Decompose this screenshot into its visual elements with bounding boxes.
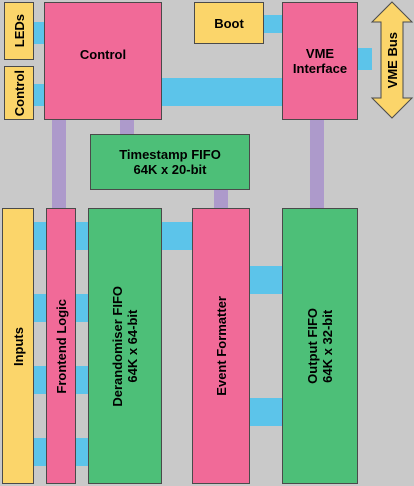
vme-interface-block: VME Interface [282,2,358,120]
inputs-block: Inputs [2,208,34,484]
leds-label: LEDs [11,14,27,48]
vme-bus-arrow [370,1,414,119]
vme-interface-label: VME Interface [292,46,348,76]
derandomiser-formatter-link [160,222,194,250]
vme-bus-arrow-shape [370,1,414,119]
event-formatter-label: Event Formatter [213,296,229,396]
boot-vme-link [264,15,282,33]
derandomiser-fifo-block: Derandomiser FIFO 64K x 64-bit [88,208,162,484]
frontend-derandomiser-link-4 [76,438,90,466]
inputs-frontend-link-3 [32,366,50,394]
inputs-frontend-link-2 [32,294,50,322]
inputs-label: Inputs [10,326,26,366]
control-io-block: Control [4,66,34,120]
frontend-derandomiser-link-2 [76,294,90,322]
inputs-frontend-link-1 [32,222,50,250]
frontend-logic-block: Frontend Logic [46,208,76,484]
leds-block: LEDs [4,2,34,60]
timestamp-fifo-label: Timestamp FIFO 64K x 20-bit [119,147,221,177]
output-fifo-label: Output FIFO 64K x 32-bit [305,308,335,384]
control-frontend-link [52,118,66,208]
boot-label: Boot [214,15,244,31]
derandomiser-fifo-label: Derandomiser FIFO 64K x 64-bit [110,285,140,407]
frontend-derandomiser-link-3 [76,366,90,394]
control-vme-link [162,78,282,106]
control-io-label: Control [11,69,27,117]
boot-block: Boot [194,2,264,44]
event-formatter-block: Event Formatter [192,208,250,484]
control-timestamp-link [120,118,134,134]
timestamp-fifo-block: Timestamp FIFO 64K x 20-bit [90,134,250,190]
vme-bus-label-wrap: VME Bus [370,0,414,120]
frontend-derandomiser-link-1 [76,222,90,250]
vme-bus-link [358,48,372,70]
control-io-link [34,84,44,106]
timestamp-formatter-link [214,190,228,208]
output-fifo-block: Output FIFO 64K x 32-bit [282,208,358,484]
vme-bus-label: VME Bus [384,31,400,89]
frontend-logic-label: Frontend Logic [53,298,69,394]
control-label: Control [79,47,127,62]
formatter-output-link-2 [248,398,282,426]
vme-output-link [310,118,324,208]
leds-link [34,22,44,44]
inputs-frontend-link-4 [32,438,50,466]
formatter-output-link-1 [248,266,282,294]
control-block: Control [44,2,162,120]
